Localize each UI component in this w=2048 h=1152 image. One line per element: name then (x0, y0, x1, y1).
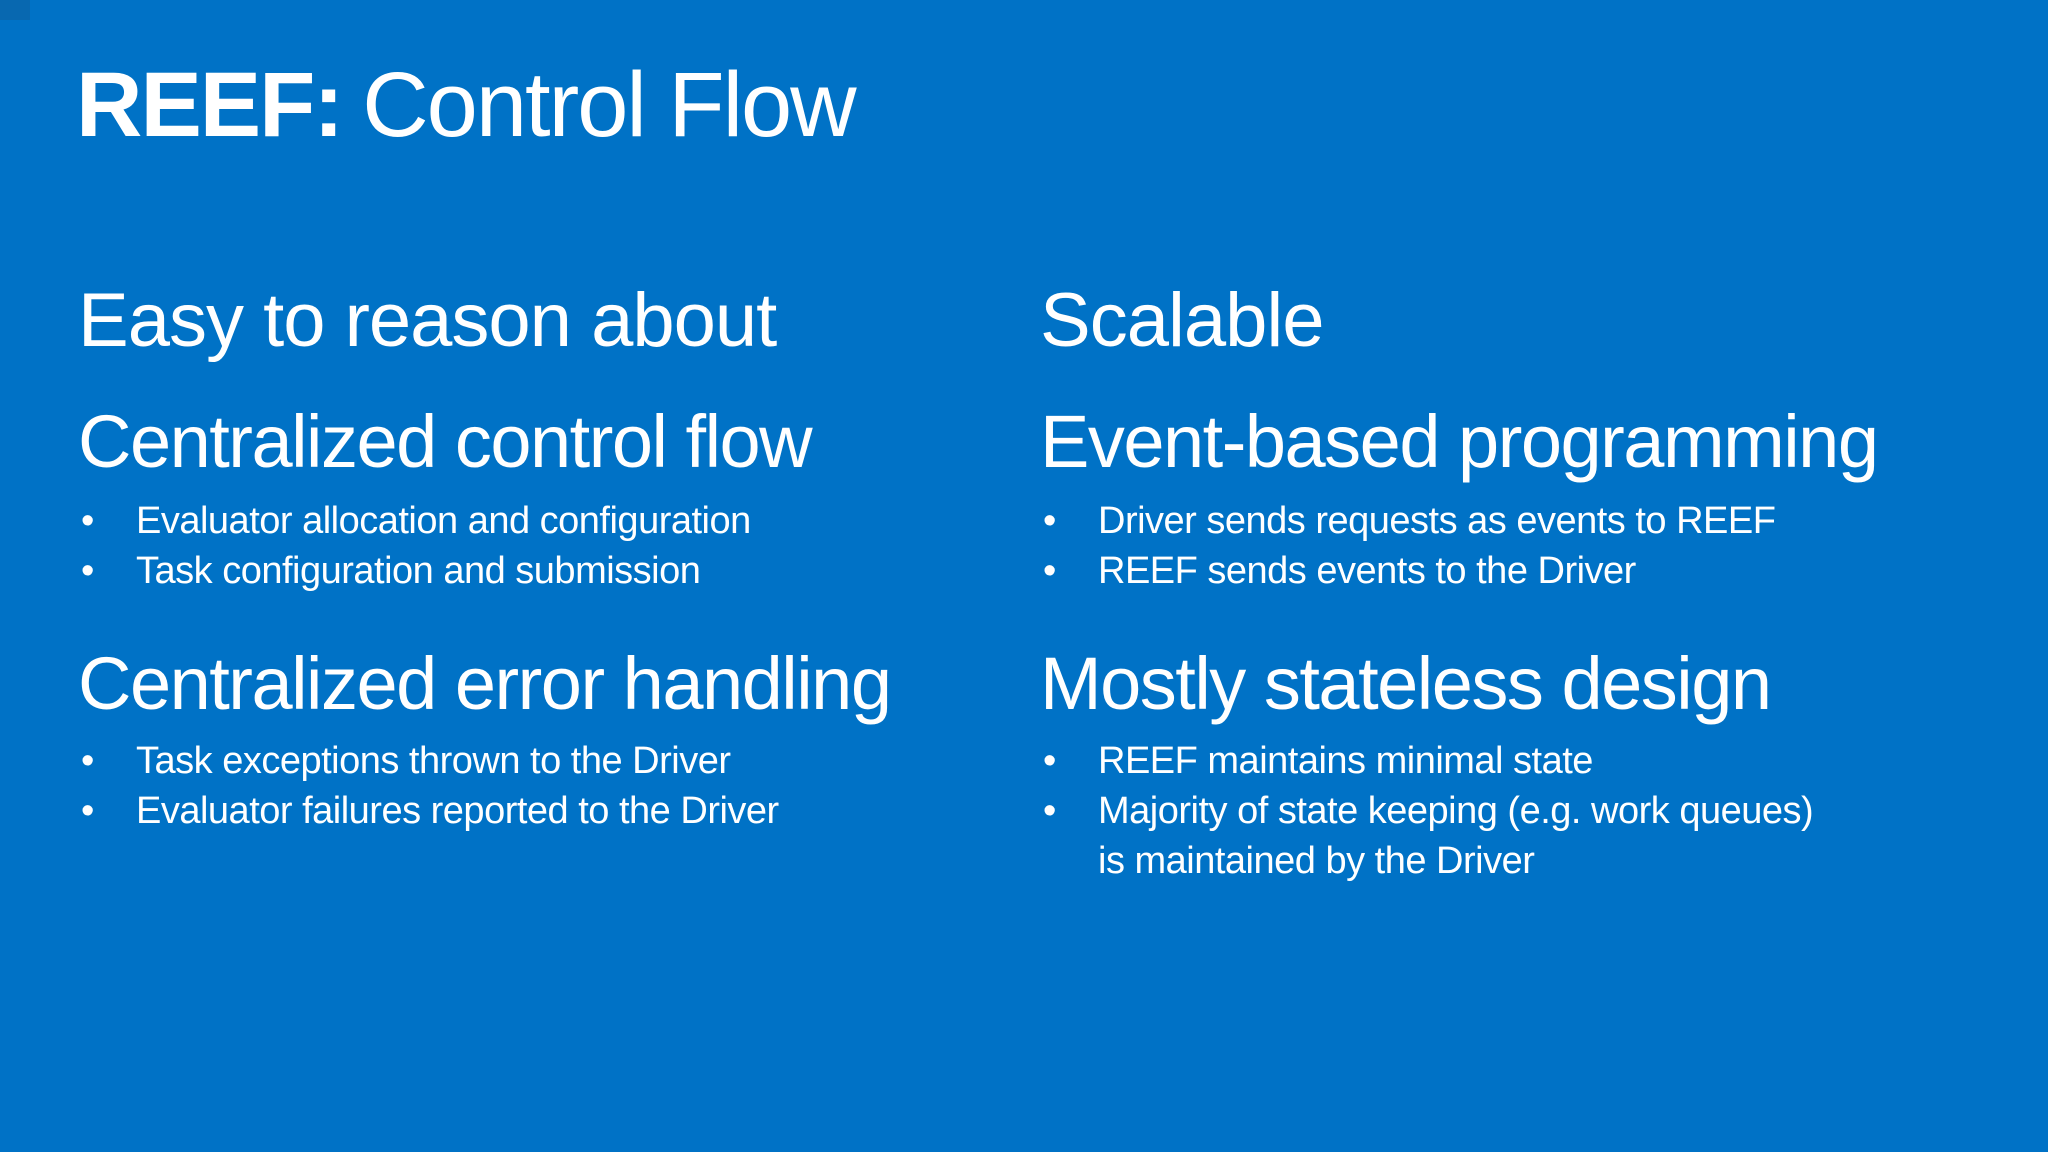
bullet-text: REEF maintains minimal state (1098, 740, 1593, 782)
bullet-text: Driver sends requests as events to REEF (1098, 500, 1776, 542)
section-subheading-centralized-control-flow: Centralized control flow (78, 400, 813, 483)
section-subheading-mostly-stateless-design: Mostly stateless design (1040, 642, 1772, 725)
bullet-icon: • (1043, 740, 1056, 782)
bullet-item: • Evaluator allocation and configuration (78, 496, 751, 546)
bullet-icon: • (81, 740, 94, 782)
bullet-icon: • (81, 500, 94, 542)
bullet-list: • Evaluator allocation and configuration… (78, 496, 751, 596)
corner-accent (0, 0, 30, 20)
column-scalable: Scalable Event-based programming • Drive… (1040, 0, 1980, 1152)
bullet-icon: • (1043, 500, 1056, 542)
bullet-item: • Majority of state keeping (e.g. work q… (1040, 786, 1814, 886)
bullet-item: • Task configuration and submission (78, 546, 751, 596)
bullet-text: Evaluator failures reported to the Drive… (136, 790, 779, 832)
bullet-item: • REEF maintains minimal state (1040, 736, 1813, 786)
bullet-icon: • (1043, 790, 1056, 832)
bullet-text: Task configuration and submission (136, 550, 701, 592)
bullet-icon: • (81, 790, 94, 832)
bullet-text: Majority of state keeping (e.g. work que… (1098, 790, 1814, 882)
column-easy-to-reason-about: Easy to reason about Centralized control… (78, 0, 1013, 1152)
column-heading: Scalable (1040, 278, 1325, 363)
bullet-item: • Evaluator failures reported to the Dri… (78, 786, 779, 836)
bullet-icon: • (1043, 550, 1056, 592)
bullet-text: Task exceptions thrown to the Driver (136, 740, 731, 782)
bullet-list: • Task exceptions thrown to the Driver •… (78, 736, 779, 836)
bullet-text: Evaluator allocation and configuration (136, 500, 751, 542)
bullet-item: • REEF sends events to the Driver (1040, 546, 1775, 596)
bullet-list: • Driver sends requests as events to REE… (1040, 496, 1776, 596)
title-rest: Control Flow (362, 54, 856, 156)
section-subheading-centralized-error-handling: Centralized error handling (78, 642, 892, 725)
bullet-item: • Task exceptions thrown to the Driver (78, 736, 779, 786)
bullet-item: • Driver sends requests as events to REE… (1040, 496, 1776, 546)
bullet-list: • REEF maintains minimal state • Majorit… (1040, 736, 1814, 886)
bullet-icon: • (81, 550, 94, 592)
title-brand: REEF: (76, 54, 344, 156)
slide-title: REEF:Control Flow (76, 50, 857, 160)
section-subheading-event-based-programming: Event-based programming (1040, 400, 1879, 483)
column-heading: Easy to reason about (78, 278, 777, 363)
bullet-text: REEF sends events to the Driver (1098, 550, 1636, 592)
